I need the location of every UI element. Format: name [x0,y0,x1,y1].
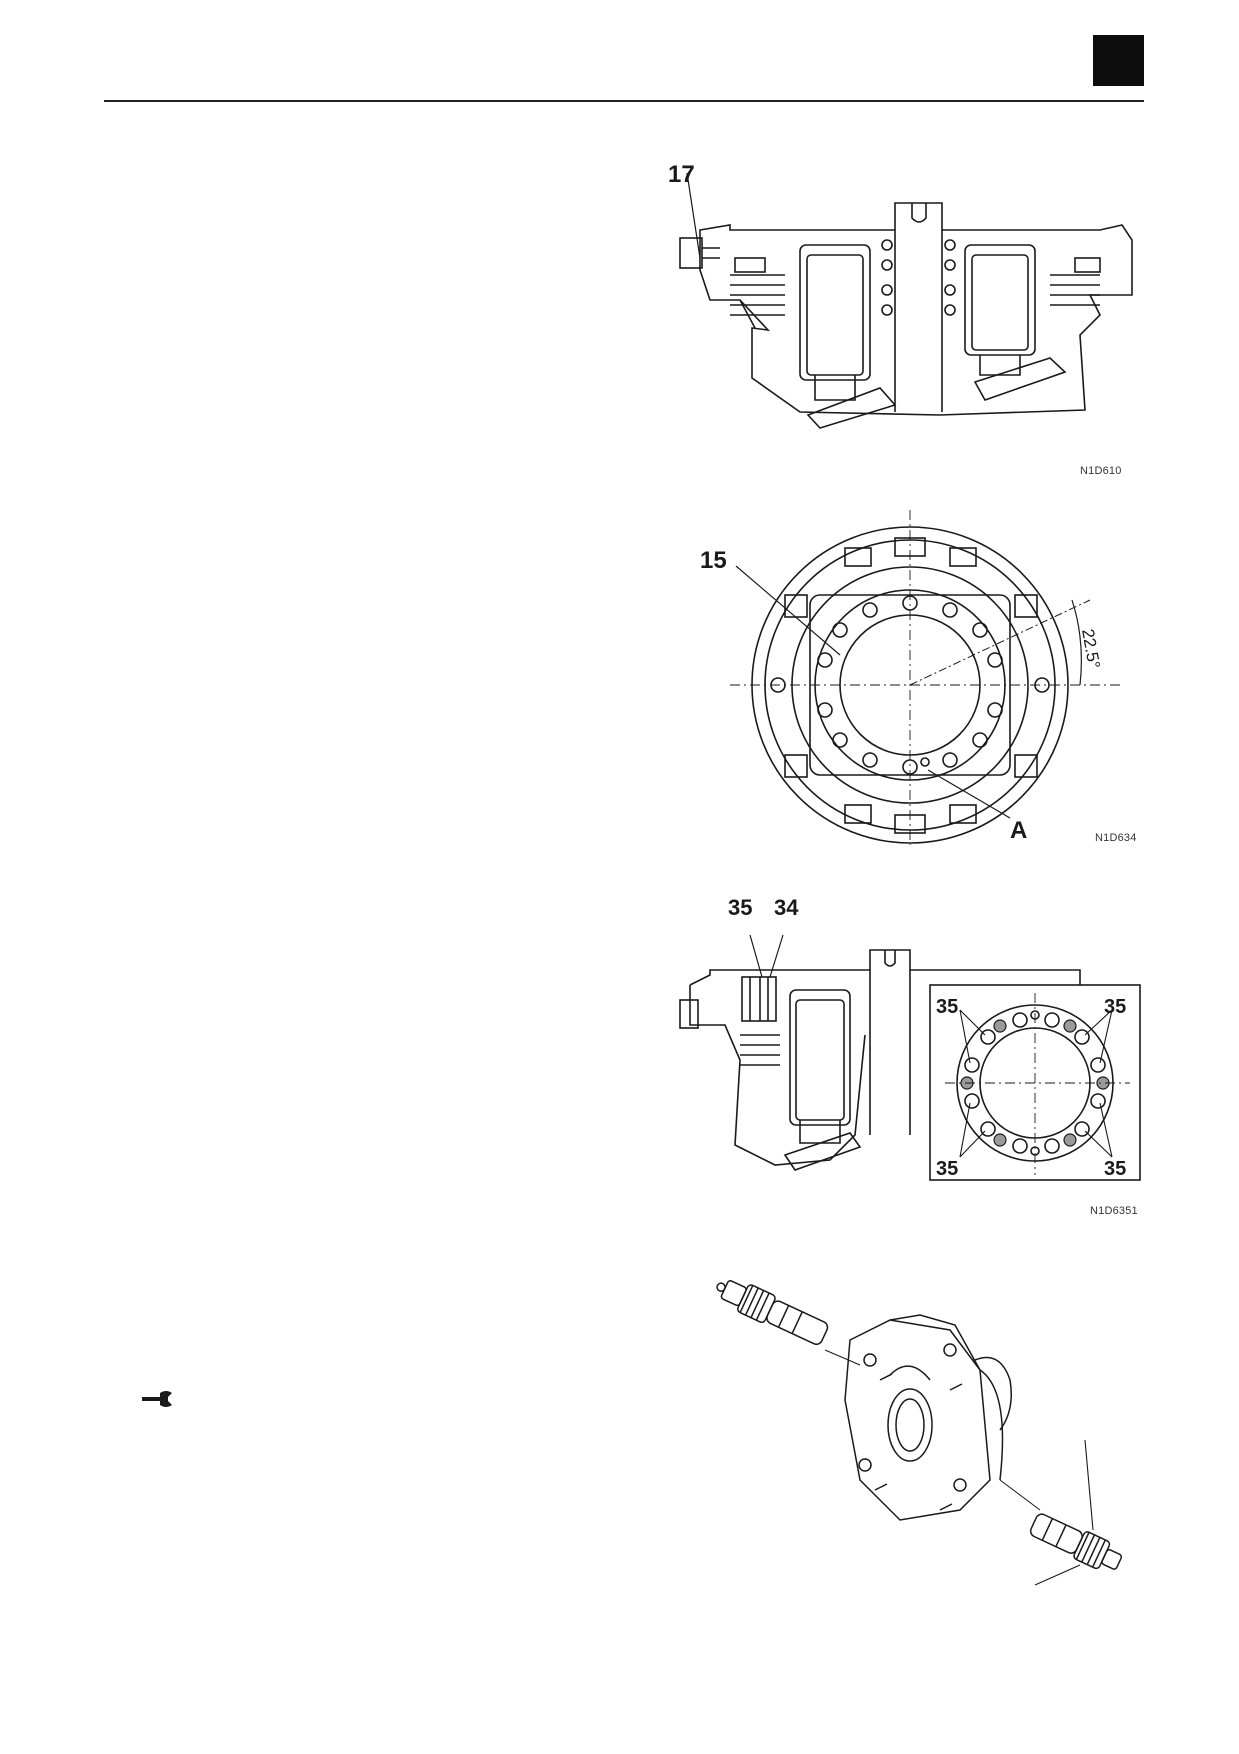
inset-callout-35-tl: 35 [936,996,958,1018]
wrench-icon [142,1391,172,1407]
header-rule [104,100,1144,102]
figure-code: N1D6351 [1090,1205,1138,1217]
figure-code: N1D634 [1095,832,1137,844]
callout-34: 34 [774,895,799,920]
figure-section-inset: 35 34 35 35 35 35 N1D6351 [679,885,1150,1225]
figure-front-view: 15 A 22.5° N1D634 [700,500,1160,850]
callout-15: 15 [700,547,727,574]
figure-code: N1D610 [1080,465,1122,477]
exploded-valve-drawing [716,1280,1123,1586]
section-tab [1093,35,1144,86]
section-inset-drawing: 35 34 35 35 35 35 [679,895,1141,1181]
section-view-drawing: 17 [668,161,1133,429]
callout-17: 17 [668,161,695,188]
inset-callout-35-tr: 35 [1104,996,1126,1018]
figure-exploded-valve [710,1280,1130,1586]
figure-section-view: 17 N1D610 [668,160,1160,480]
front-view-drawing: 15 A 22.5° [700,510,1120,845]
callout-A: A [1010,817,1027,844]
inset-callout-35-bl: 35 [936,1158,958,1180]
inset-callout-35-br: 35 [1104,1158,1126,1180]
callout-35: 35 [728,895,752,920]
